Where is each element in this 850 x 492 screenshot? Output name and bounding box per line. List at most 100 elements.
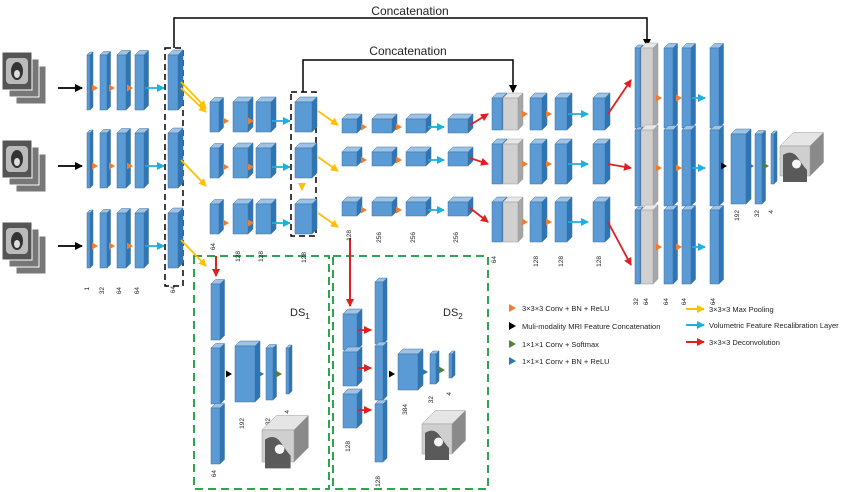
- label-ds2-2: 384: [402, 404, 409, 415]
- enc2-block-c-1: [255, 96, 277, 133]
- label-enc2-concat: 128: [301, 252, 308, 263]
- legend-item-pool: 3×3×3 Max Pooling: [686, 305, 774, 314]
- ds2-block-softmax: [448, 350, 456, 379]
- label-ds1-0: 64: [211, 470, 218, 478]
- legend-item-conv: 3×3×3 Conv + BN + ReLU: [509, 304, 610, 313]
- label-ds2-3: 32: [428, 396, 435, 404]
- out-concat-marker: [721, 162, 727, 170]
- enc2-block-a-2: [209, 142, 225, 179]
- pool1-override: [180, 87, 207, 113]
- deconv1-3: [469, 207, 489, 223]
- enc1-block-c-1: [116, 49, 132, 111]
- dec1-block-d-1: [592, 92, 611, 131]
- enc2-concat-block-1: [294, 96, 318, 133]
- label-enc1-0: 1: [84, 287, 91, 291]
- ds1-block-bottom: [210, 402, 226, 465]
- ds1-block-top: [210, 278, 226, 341]
- label-dec2-2: 64: [663, 298, 670, 306]
- ds1-softmax-marker: [276, 370, 282, 378]
- dec1-block-c-2: [554, 138, 573, 185]
- enc2-conv-1-b: [248, 117, 254, 125]
- enc1-concat-block-2: [167, 127, 184, 189]
- dec1-conv-3-a: [522, 218, 528, 226]
- label-ds2-1: 128: [375, 476, 382, 487]
- enc3-conv-2-a: [361, 156, 367, 164]
- label-out-1: 32: [754, 210, 761, 218]
- legend-text-pool: 3×3×3 Max Pooling: [709, 305, 774, 314]
- black-triangle-icon: [509, 322, 516, 330]
- label-enc2-0: 64: [210, 243, 217, 251]
- label-enc2-2: 128: [258, 251, 265, 262]
- concat-box-enc1: [164, 47, 184, 287]
- label-enc3-2: 256: [410, 232, 417, 243]
- ds1-block-concat: [234, 340, 261, 403]
- dec2-block-c-2: [681, 124, 697, 207]
- mri-input-1: [1, 51, 47, 105]
- enc1-block-a-2: [86, 129, 94, 189]
- ds1-label: DS1: [290, 307, 310, 321]
- enc1-block-a-1: [86, 51, 94, 111]
- enc1-block-d-2: [134, 127, 150, 189]
- dec2-block-b-2: [663, 124, 679, 207]
- enc1-conv-3-b: [109, 242, 115, 250]
- enc3-block-c-3: [405, 196, 432, 217]
- enc2-block-a-1: [209, 96, 225, 133]
- deconv2-3: [607, 221, 632, 266]
- enc1-block-d-1: [134, 49, 150, 111]
- enc1-conv-2-b: [109, 162, 115, 170]
- ds2-softmax-marker: [439, 366, 445, 374]
- dec2-block-b-1: [663, 42, 679, 129]
- label-dec2-3: 64: [681, 298, 688, 306]
- deconv1-2: [469, 157, 489, 166]
- enc3-block-a-2: [341, 146, 363, 167]
- ds2-label: DS2: [443, 307, 463, 321]
- dec1-conv-1-b: [546, 110, 552, 118]
- dec1-conv-2-b: [546, 160, 552, 168]
- enc3-block-d-1: [447, 113, 474, 134]
- dec2-gray-block-3: [640, 204, 659, 285]
- label-enc1-concat: 64: [170, 286, 177, 294]
- pool2-1: [317, 110, 339, 126]
- segmentation-output: [779, 131, 825, 182]
- label-out-0: 192: [734, 210, 741, 221]
- orange-triangle-icon: [509, 304, 516, 312]
- enc2-conv-3-b: [248, 219, 254, 227]
- legend: 3×3×3 Conv + BN + ReLU Muli-modality MRI…: [509, 304, 839, 366]
- deconv2-2: [607, 162, 632, 171]
- enc3-block-b-3: [371, 196, 398, 217]
- ds2-output: [421, 409, 467, 460]
- enc1-block-a-3: [86, 209, 94, 269]
- legend-item-recal: Volumetric Feature Recalibration Layer: [686, 321, 839, 330]
- dec2-block-d-3: [709, 204, 725, 285]
- enc3-conv-3-a: [361, 206, 367, 214]
- label-enc3-1: 256: [376, 232, 383, 243]
- label-dec1-2: 128: [558, 256, 565, 267]
- pool1-1: [180, 81, 207, 109]
- enc1-conv-3-a: [92, 242, 98, 250]
- label-ds1-2: 32: [265, 418, 272, 426]
- ds1-conv1-marker: [258, 370, 264, 378]
- ds2-block-up-top: [374, 277, 388, 345]
- dec2-conv-2-a: [656, 164, 662, 172]
- dec1-conv-1-a: [522, 110, 528, 118]
- label-dec1-0: 64: [491, 256, 498, 264]
- dec2-conv-1-b: [676, 94, 682, 102]
- dec2-gray-block-2: [640, 124, 659, 207]
- enc1-block-b-3: [99, 208, 112, 269]
- legend-text-concat: Muli-modality MRI Feature Concatenation: [522, 322, 660, 331]
- ds2-concat-marker: [389, 370, 395, 378]
- enc3-block-a-1: [341, 113, 363, 134]
- enc2-concat-block-2: [294, 142, 318, 179]
- ds2-block-conv: [429, 350, 440, 385]
- legend-item-softmax: 1×1×1 Conv + Softmax: [509, 340, 599, 349]
- enc1-block-c-3: [116, 207, 132, 269]
- enc3-block-b-2: [371, 146, 398, 167]
- deconv1-1: [469, 113, 489, 126]
- label-dec2-4: 64: [710, 298, 717, 306]
- dec1-conv-3-b: [546, 218, 552, 226]
- label-ds2-4: 4: [446, 392, 453, 396]
- enc2-block-a-3: [209, 198, 225, 235]
- label-ds1-3: 4: [284, 410, 291, 414]
